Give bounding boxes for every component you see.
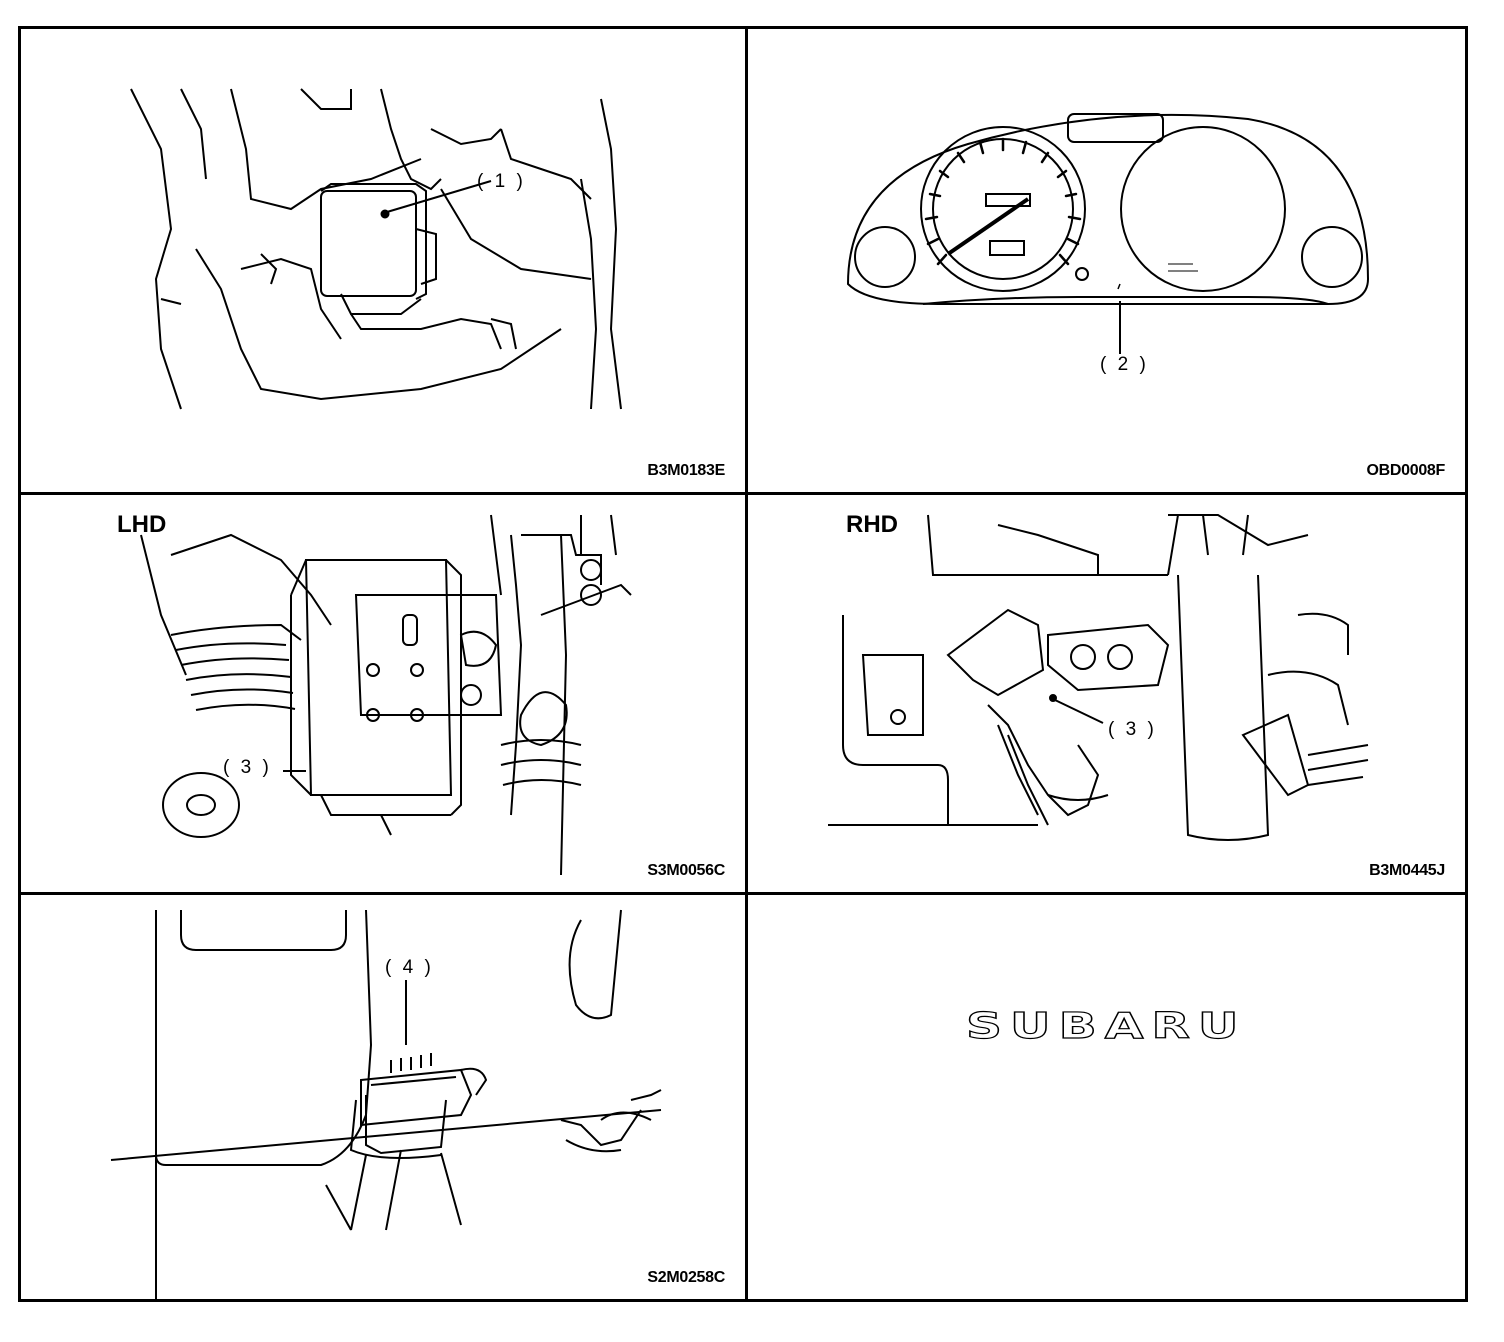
diagram-sheet: ( 1 ) B3M0183E bbox=[18, 26, 1468, 1302]
figure-code: B3M0183E bbox=[647, 462, 725, 479]
panel-rhd-module: RHD ( 3 ) B3M0445J bbox=[748, 495, 1465, 895]
figure-code: OBD0008F bbox=[1366, 462, 1445, 479]
callout-label: ( 3 ) bbox=[223, 757, 272, 778]
panel-lhd-module: LHD ( 3 ) S3M0056C bbox=[21, 495, 748, 895]
panel-logo: SUBARU bbox=[748, 895, 1465, 1299]
callout-label: ( 2 ) bbox=[1100, 354, 1149, 375]
rhd-tag: RHD bbox=[846, 511, 898, 538]
figure-code: S2M0258C bbox=[647, 1269, 725, 1286]
cluster-illustration bbox=[846, 113, 1370, 354]
connector-illustration bbox=[110, 909, 662, 1299]
callout-label: ( 3 ) bbox=[1108, 719, 1157, 740]
callout-label: ( 4 ) bbox=[385, 957, 434, 978]
figure-code: S3M0056C bbox=[647, 862, 725, 879]
subaru-logo: SUBARU bbox=[965, 1004, 1247, 1047]
lhd-tag: LHD bbox=[117, 511, 167, 538]
panel-module-location: ( 1 ) B3M0183E bbox=[21, 29, 748, 495]
panel-instrument-cluster: ( 2 ) OBD0008F bbox=[748, 29, 1465, 495]
rhd-module-illustration bbox=[828, 514, 1369, 841]
lhd-module-illustration bbox=[140, 514, 632, 876]
panel-diagnostic-connector: ( 4 ) S2M0258C bbox=[21, 895, 748, 1299]
module-illustration bbox=[130, 88, 622, 410]
callout-label: ( 1 ) bbox=[477, 171, 526, 192]
figure-code: B3M0445J bbox=[1369, 862, 1445, 879]
